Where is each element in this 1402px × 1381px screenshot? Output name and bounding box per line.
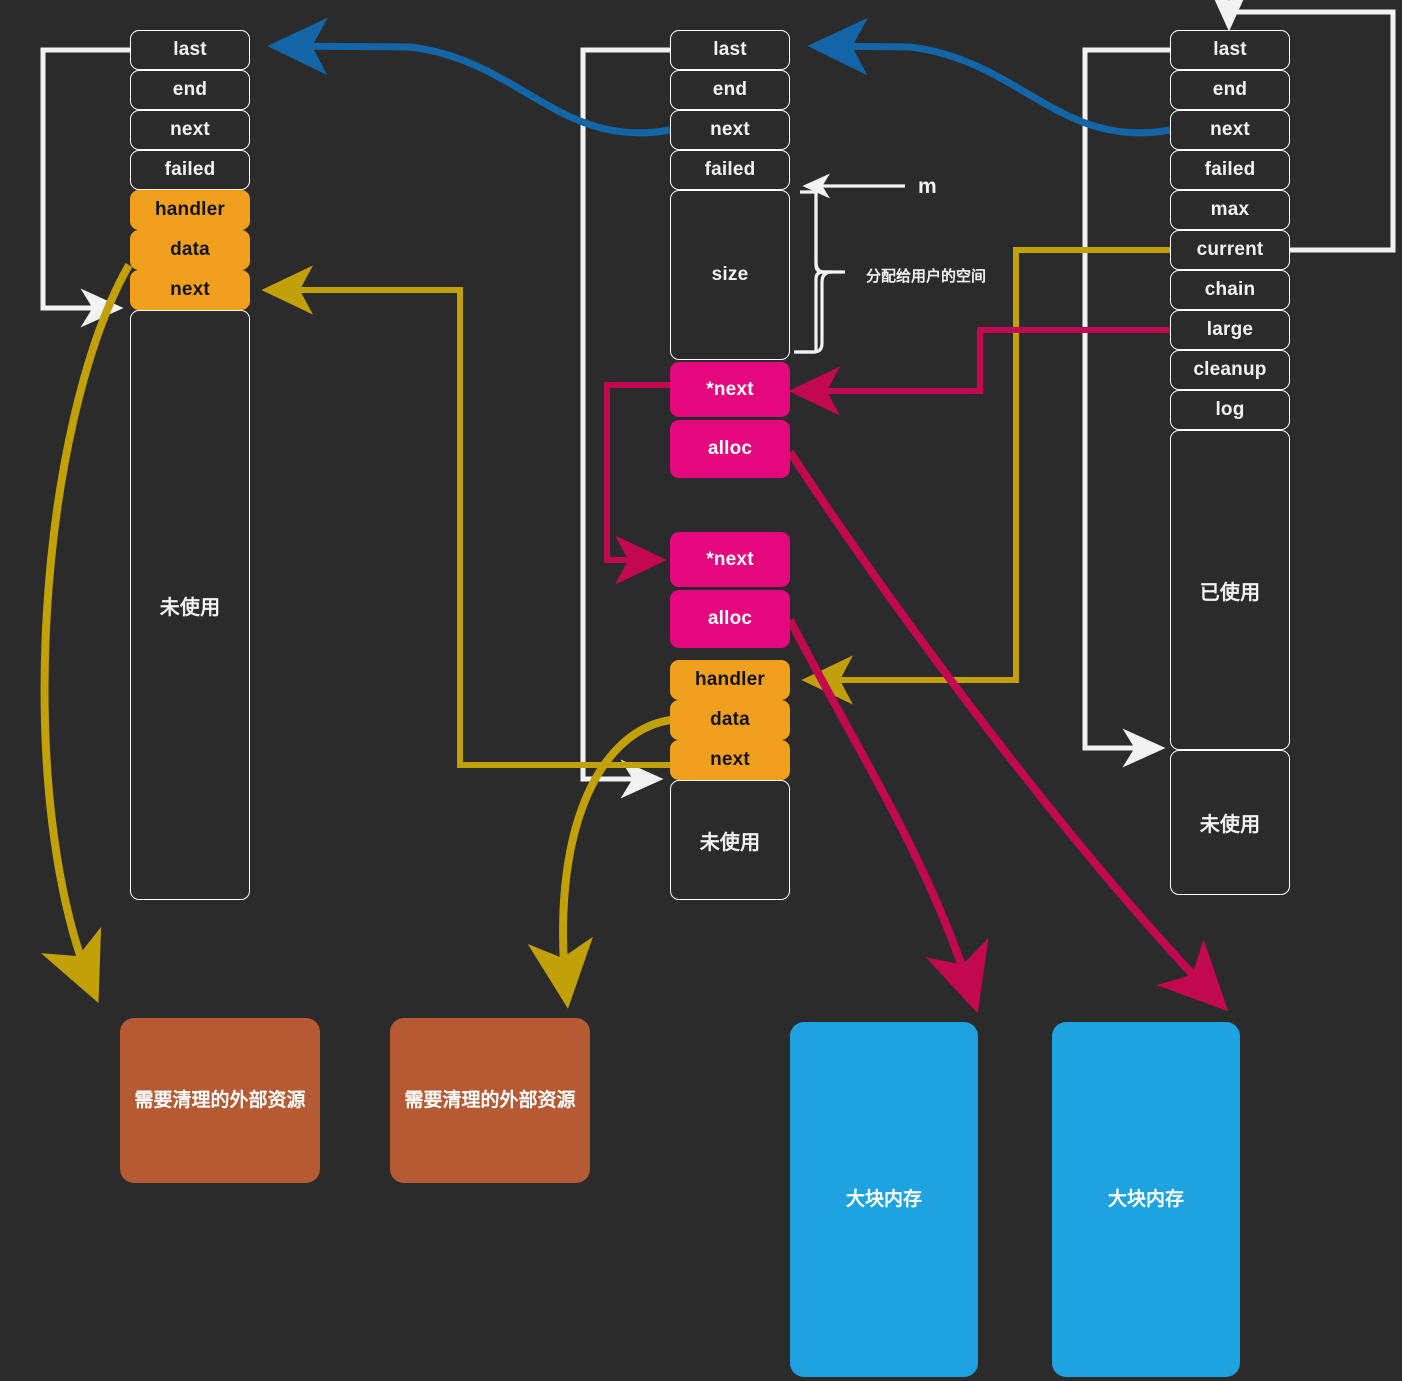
cell-right-unused[interactable]: 未使用 bbox=[1170, 750, 1290, 895]
cell-right-max[interactable]: max bbox=[1170, 190, 1290, 230]
cell-mid-last[interactable]: last bbox=[670, 30, 790, 70]
cell-mid-size[interactable]: size bbox=[670, 190, 790, 360]
cell-right-used[interactable]: 已使用 bbox=[1170, 430, 1290, 750]
cell-mid-large-next-1[interactable]: *next bbox=[670, 362, 790, 417]
large-memory-box-2[interactable]: 大块内存 bbox=[1052, 1022, 1240, 1377]
wire-left-last-to-unused bbox=[40, 47, 130, 328]
cell-mid-failed[interactable]: failed bbox=[670, 150, 790, 190]
cleanup-resource-box-1[interactable]: 需要清理的外部资源 bbox=[120, 1018, 320, 1183]
cell-mid-large-alloc-2[interactable]: alloc bbox=[670, 590, 790, 648]
cell-right-large[interactable]: large bbox=[1170, 310, 1290, 350]
cell-right-failed[interactable]: failed bbox=[1170, 150, 1290, 190]
wire-crimson-alloc2-to-large-memory-1 bbox=[786, 618, 989, 1014]
cell-mid-end[interactable]: end bbox=[670, 70, 790, 110]
cell-right-chain[interactable]: chain bbox=[1170, 270, 1290, 310]
cell-left-data[interactable]: data bbox=[130, 230, 250, 270]
cell-right-log[interactable]: log bbox=[1170, 390, 1290, 430]
wire-crimson-first-next-to-second-next bbox=[604, 382, 670, 585]
cell-mid-unused[interactable]: 未使用 bbox=[670, 780, 790, 900]
wire-yellow-current-to-middle-handler bbox=[801, 247, 1170, 705]
cell-right-cleanup[interactable]: cleanup bbox=[1170, 350, 1290, 390]
cell-mid-data[interactable]: data bbox=[670, 700, 790, 740]
cell-right-next[interactable]: next bbox=[1170, 110, 1290, 150]
wire-blue-right-next-to-middle-last bbox=[807, 17, 1171, 137]
brace-allocated-space bbox=[794, 190, 845, 354]
cell-right-current[interactable]: current bbox=[1170, 230, 1290, 270]
cell-right-end[interactable]: end bbox=[1170, 70, 1290, 110]
allocated-space-label: 分配给用户的空间 bbox=[866, 268, 987, 285]
wire-yellow-middle-next-to-left-next bbox=[261, 265, 672, 768]
cell-left-unused[interactable]: 未使用 bbox=[130, 310, 250, 900]
cell-left-next-cleanup[interactable]: next bbox=[130, 270, 250, 310]
cleanup-resource-box-2[interactable]: 需要清理的外部资源 bbox=[390, 1018, 590, 1183]
cell-mid-next-cleanup[interactable]: next bbox=[670, 740, 790, 780]
cell-left-last[interactable]: last bbox=[130, 30, 250, 70]
wire-blue-middle-next-to-left-last bbox=[267, 17, 671, 137]
cell-left-failed[interactable]: failed bbox=[130, 150, 250, 190]
wire-yellow-middle-data-to-resource-2 bbox=[527, 716, 672, 1009]
wire-middle-last-to-unused bbox=[580, 47, 670, 799]
cell-mid-large-next-2[interactable]: *next bbox=[670, 532, 790, 587]
wire-crimson-large-to-first-next bbox=[788, 327, 1170, 416]
cell-mid-handler[interactable]: handler bbox=[670, 660, 790, 700]
cell-left-end[interactable]: end bbox=[130, 70, 250, 110]
cell-left-handler[interactable]: handler bbox=[130, 190, 250, 230]
wire-right-last-to-used-boundary bbox=[1082, 47, 1170, 768]
cell-left-next[interactable]: next bbox=[130, 110, 250, 150]
cell-mid-next[interactable]: next bbox=[670, 110, 790, 150]
large-memory-box-1[interactable]: 大块内存 bbox=[790, 1022, 978, 1377]
cell-right-last[interactable]: last bbox=[1170, 30, 1290, 70]
pointer-m-label: m bbox=[918, 175, 937, 198]
wire-crimson-alloc1-to-large-memory-2 bbox=[786, 449, 1229, 1012]
wire-yellow-left-data-to-resource-1 bbox=[40, 263, 133, 1004]
cell-mid-large-alloc-1[interactable]: alloc bbox=[670, 420, 790, 478]
